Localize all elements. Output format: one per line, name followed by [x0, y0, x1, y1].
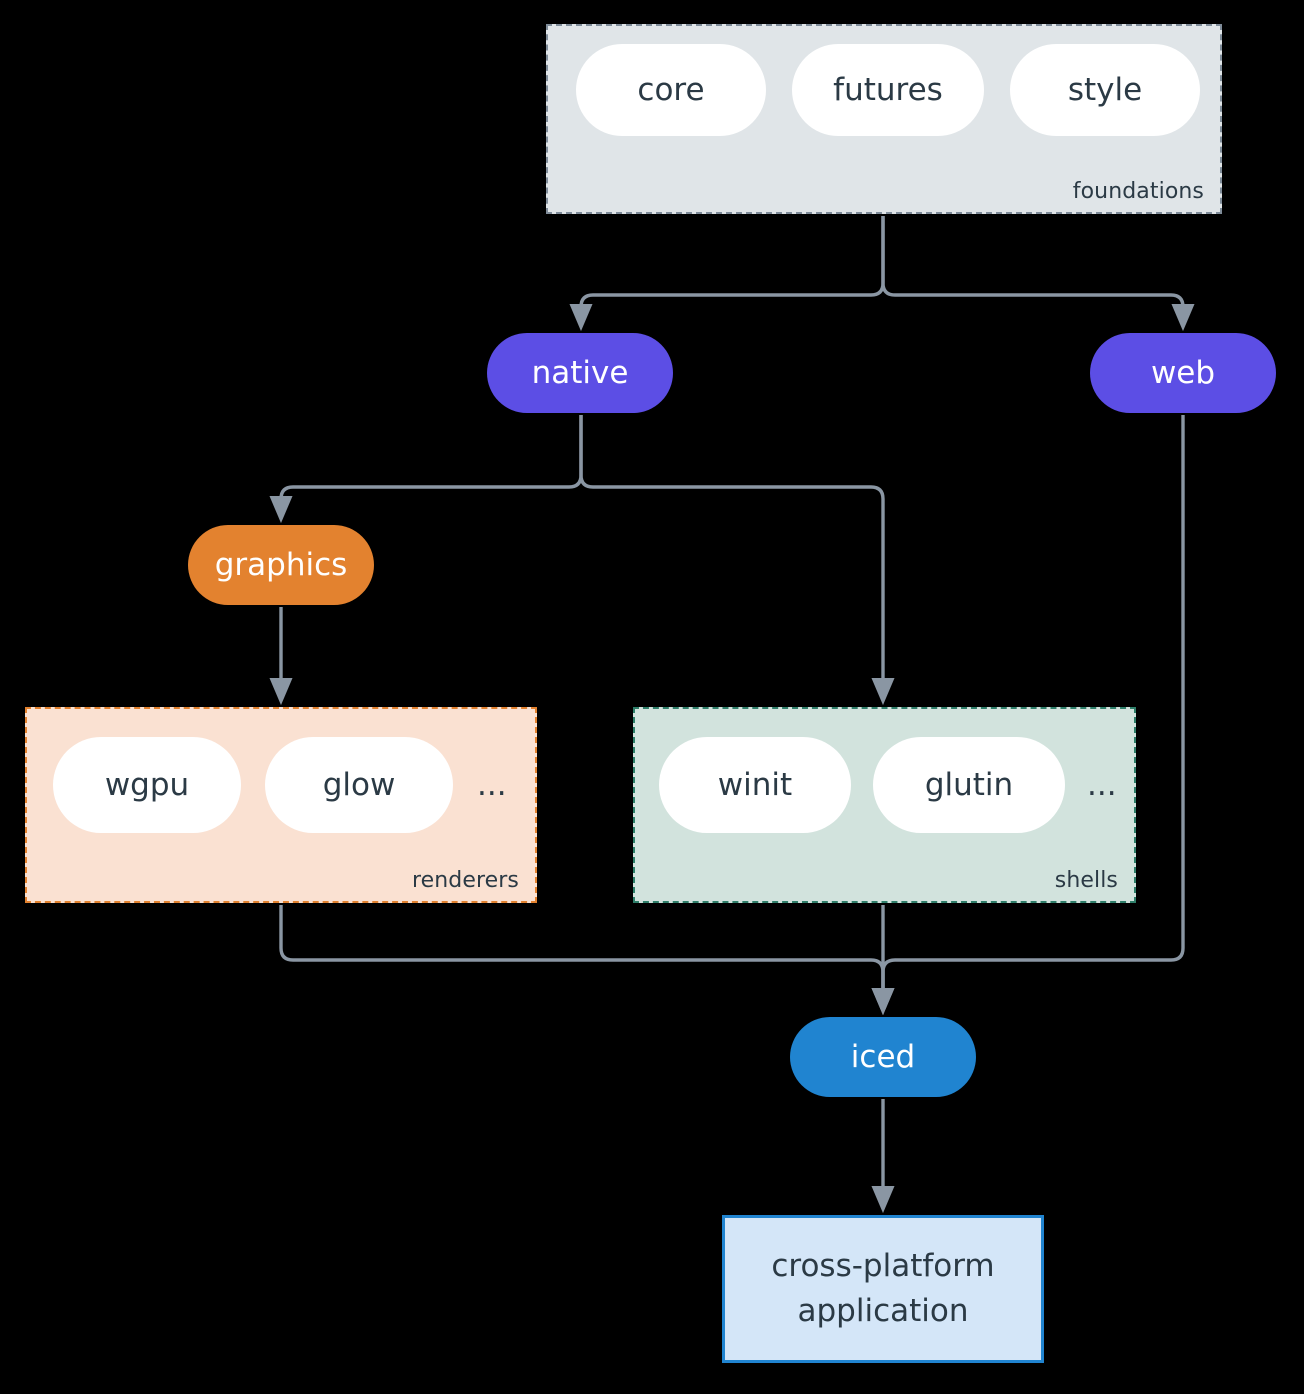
renderers-ellipsis: ... — [477, 766, 507, 803]
pill-glow-label: glow — [322, 767, 396, 803]
node-iced[interactable]: iced — [790, 1017, 976, 1097]
pill-wgpu[interactable]: wgpu — [53, 737, 241, 833]
node-graphics-label: graphics — [214, 547, 348, 583]
edge-renderers-iced — [279, 905, 895, 1016]
node-web-label: web — [1150, 355, 1216, 391]
node-graphics[interactable]: graphics — [188, 525, 374, 605]
pill-futures[interactable]: futures — [792, 44, 984, 136]
node-app-line1: cross-platform — [771, 1248, 995, 1285]
pill-core-label: core — [637, 72, 705, 108]
pill-winit-label: winit — [717, 767, 793, 803]
group-foundations: core futures style foundations — [546, 24, 1222, 214]
pill-glutin[interactable]: glutin — [873, 737, 1065, 833]
node-web[interactable]: web — [1090, 333, 1276, 413]
node-iced-label: iced — [850, 1039, 916, 1075]
shells-items: winit glutin ... — [659, 737, 1117, 833]
pill-core[interactable]: core — [576, 44, 766, 136]
node-native[interactable]: native — [487, 333, 673, 413]
edge-foundations-native — [569, 216, 885, 332]
edge-foundations-web — [881, 216, 1195, 332]
pill-wgpu-label: wgpu — [104, 767, 190, 803]
node-app-line2: application — [797, 1293, 969, 1329]
node-native-label: native — [531, 355, 629, 391]
edge-native-graphics — [269, 415, 583, 524]
foundations-items: core futures style — [576, 44, 1200, 136]
group-shells: winit glutin ... shells — [633, 707, 1136, 903]
edge-native-shells — [579, 415, 895, 706]
pill-glutin-label: glutin — [924, 767, 1014, 803]
node-cross-platform-application[interactable]: cross-platform application — [722, 1215, 1044, 1363]
pill-style[interactable]: style — [1010, 44, 1200, 136]
group-foundations-label: foundations — [1072, 179, 1204, 204]
pill-futures-label: futures — [833, 72, 943, 108]
renderers-items: wgpu glow ... — [53, 737, 507, 833]
pill-style-label: style — [1067, 72, 1143, 108]
group-renderers-label: renderers — [411, 868, 519, 893]
group-shells-label: shells — [1054, 868, 1118, 893]
pill-glow[interactable]: glow — [265, 737, 453, 833]
shells-ellipsis: ... — [1087, 766, 1117, 803]
pill-winit[interactable]: winit — [659, 737, 851, 833]
group-renderers: wgpu glow ... renderers — [25, 707, 537, 903]
